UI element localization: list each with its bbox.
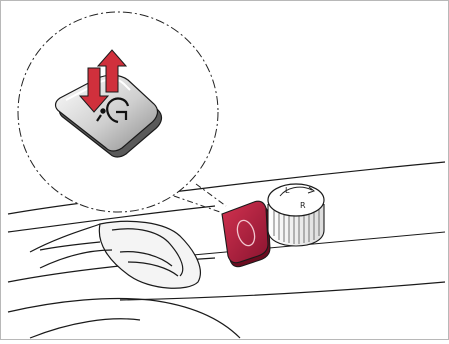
knob-label-left: L xyxy=(285,186,290,195)
door-handle-icon xyxy=(30,221,200,288)
knob-label-right: R xyxy=(300,201,306,210)
mirror-adjust-knob-icon: L R xyxy=(268,184,324,246)
window-lock-switch-icon xyxy=(222,201,270,267)
